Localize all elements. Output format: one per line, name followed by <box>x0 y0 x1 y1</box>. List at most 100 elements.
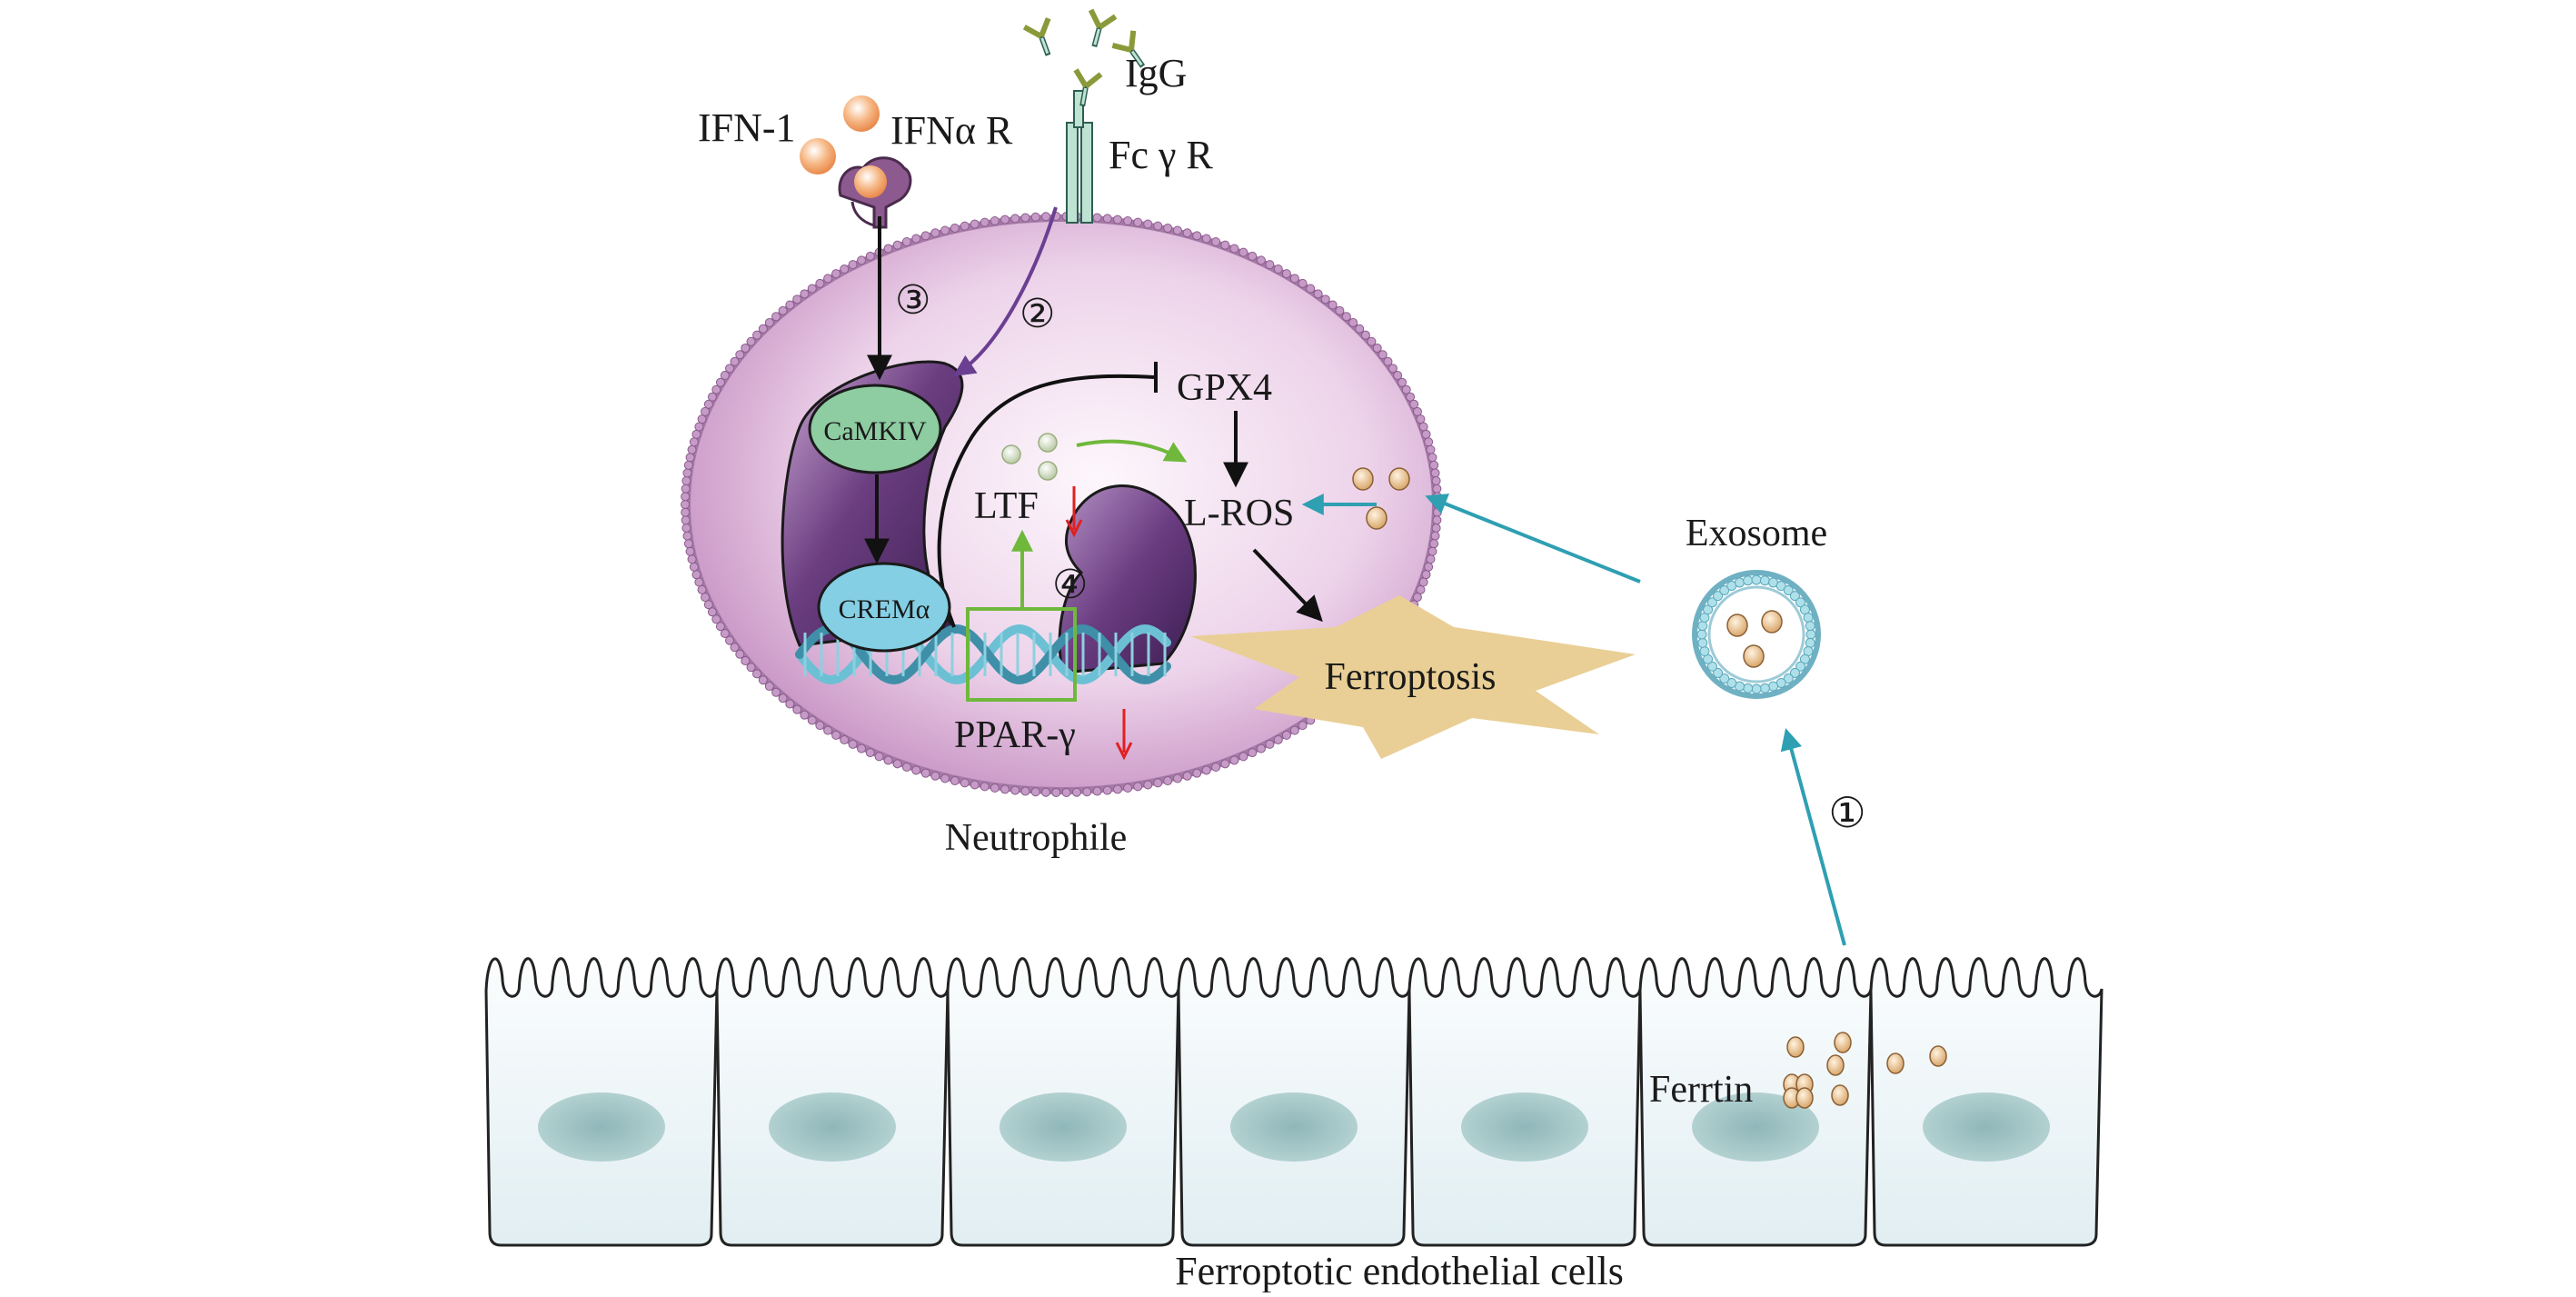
membrane-bead <box>1020 786 1030 796</box>
membrane-bead <box>1112 215 1122 224</box>
exosome-bead <box>1713 667 1724 678</box>
membrane-bead <box>1298 278 1308 288</box>
membrane-bead <box>681 515 691 525</box>
membrane-bead <box>1000 784 1010 794</box>
membrane-bead <box>950 776 960 786</box>
membrane-bead <box>1281 269 1291 279</box>
membrane-bead <box>1030 787 1040 797</box>
cell-membrane <box>681 212 1442 797</box>
label-step1: ① <box>1828 790 1865 836</box>
membrane-bead <box>725 635 735 645</box>
exosome-ferritin <box>1726 614 1748 637</box>
membrane-bead <box>1192 231 1202 241</box>
membrane-bead <box>800 710 810 720</box>
arrow-ltf-lros <box>1076 439 1188 463</box>
membrane-bead <box>930 228 940 238</box>
exosome-bead <box>1805 629 1816 640</box>
label-exosome: Exosome <box>1686 513 1827 554</box>
membrane-bead <box>778 693 788 703</box>
membrane-bead <box>687 444 697 454</box>
exosome-bead <box>1697 637 1708 648</box>
label-ferrtin: Ferrtin <box>1649 1069 1753 1111</box>
exosome-bead <box>1795 597 1806 608</box>
exosome-bead <box>1789 667 1800 678</box>
membrane-bead <box>792 704 802 714</box>
membrane-bead <box>1248 251 1258 261</box>
label-fcgr: Fc γ R <box>1109 133 1213 177</box>
label-ppar: PPAR-γ <box>954 714 1076 756</box>
membrane-bead <box>1172 225 1182 235</box>
endothelial-nucleus <box>769 1092 896 1162</box>
membrane-bead <box>960 221 970 231</box>
ferritin-particle <box>1388 467 1410 491</box>
membrane-bead <box>807 284 817 294</box>
membrane-bead <box>681 484 691 494</box>
label-camkiv: CaMKIV <box>823 416 927 446</box>
membrane-bead <box>689 437 699 447</box>
membrane-bead <box>711 614 721 624</box>
exosome-bead <box>1706 597 1717 608</box>
membrane-bead <box>840 734 850 744</box>
dna-helix <box>795 624 1171 685</box>
membrane-bead <box>792 294 802 304</box>
membrane-bead <box>725 364 735 374</box>
membrane-bead <box>865 251 875 261</box>
endothelial-nucleus <box>1000 1092 1127 1162</box>
membrane-bead <box>930 771 940 781</box>
ltf-vesicle <box>1001 444 1021 464</box>
membrane-bead <box>1431 523 1441 533</box>
membrane-bead <box>1153 221 1163 231</box>
membrane-bead <box>681 507 691 517</box>
membrane-bead <box>681 523 691 533</box>
exosome-bead <box>1703 604 1714 615</box>
membrane-bead <box>901 763 911 773</box>
membrane-bead <box>1082 787 1092 797</box>
exosome-bead <box>1726 677 1737 688</box>
exosome-bead <box>1783 584 1794 595</box>
membrane-bead <box>697 414 707 424</box>
membrane-bead <box>1273 264 1283 274</box>
membrane-bead <box>1102 785 1112 795</box>
membrane-bead <box>1248 748 1258 758</box>
membrane-bead <box>703 399 713 409</box>
membrane-bead <box>1229 244 1239 254</box>
membrane-bead <box>1182 228 1192 238</box>
membrane-bead <box>840 264 850 274</box>
membrane-bead <box>1412 593 1422 603</box>
membrane-bead <box>831 269 841 279</box>
membrane-bead <box>701 593 711 603</box>
membrane-bead <box>1418 422 1428 432</box>
membrane-bead <box>1201 765 1211 775</box>
membrane-bead <box>1192 768 1202 778</box>
membrane-bead <box>1143 780 1153 790</box>
exosome <box>1692 570 1821 699</box>
membrane-bead <box>694 577 704 587</box>
membrane-bead <box>1092 786 1102 796</box>
membrane-bead <box>1429 539 1439 549</box>
endothelial-nucleus <box>1692 1092 1819 1162</box>
membrane-bead <box>1424 562 1434 572</box>
arrow-exosome-cell <box>1425 494 1641 584</box>
membrane-bead <box>883 755 893 765</box>
membrane-bead <box>1306 284 1316 294</box>
label-neutrophile: Neutrophile <box>945 817 1128 859</box>
membrane-bead <box>1367 336 1377 346</box>
membrane-bead <box>1431 476 1441 486</box>
membrane-bead <box>752 669 762 679</box>
membrane-bead <box>735 350 745 360</box>
igg-antibody <box>1111 30 1146 68</box>
endothelial-cell <box>715 957 950 1247</box>
membrane-bead <box>771 312 781 322</box>
ifna-receptor <box>838 156 912 229</box>
membrane-bead <box>1298 721 1308 731</box>
membrane-bead <box>1163 776 1173 786</box>
exosome-bead <box>1805 621 1815 632</box>
membrane-bead <box>1412 406 1422 416</box>
membrane-bead <box>1256 743 1266 753</box>
membrane-bead <box>823 274 833 284</box>
membrane-bead <box>980 782 990 792</box>
membrane-bead <box>1071 787 1081 797</box>
membrane-bead <box>701 406 711 416</box>
membrane-bead <box>1010 214 1020 224</box>
